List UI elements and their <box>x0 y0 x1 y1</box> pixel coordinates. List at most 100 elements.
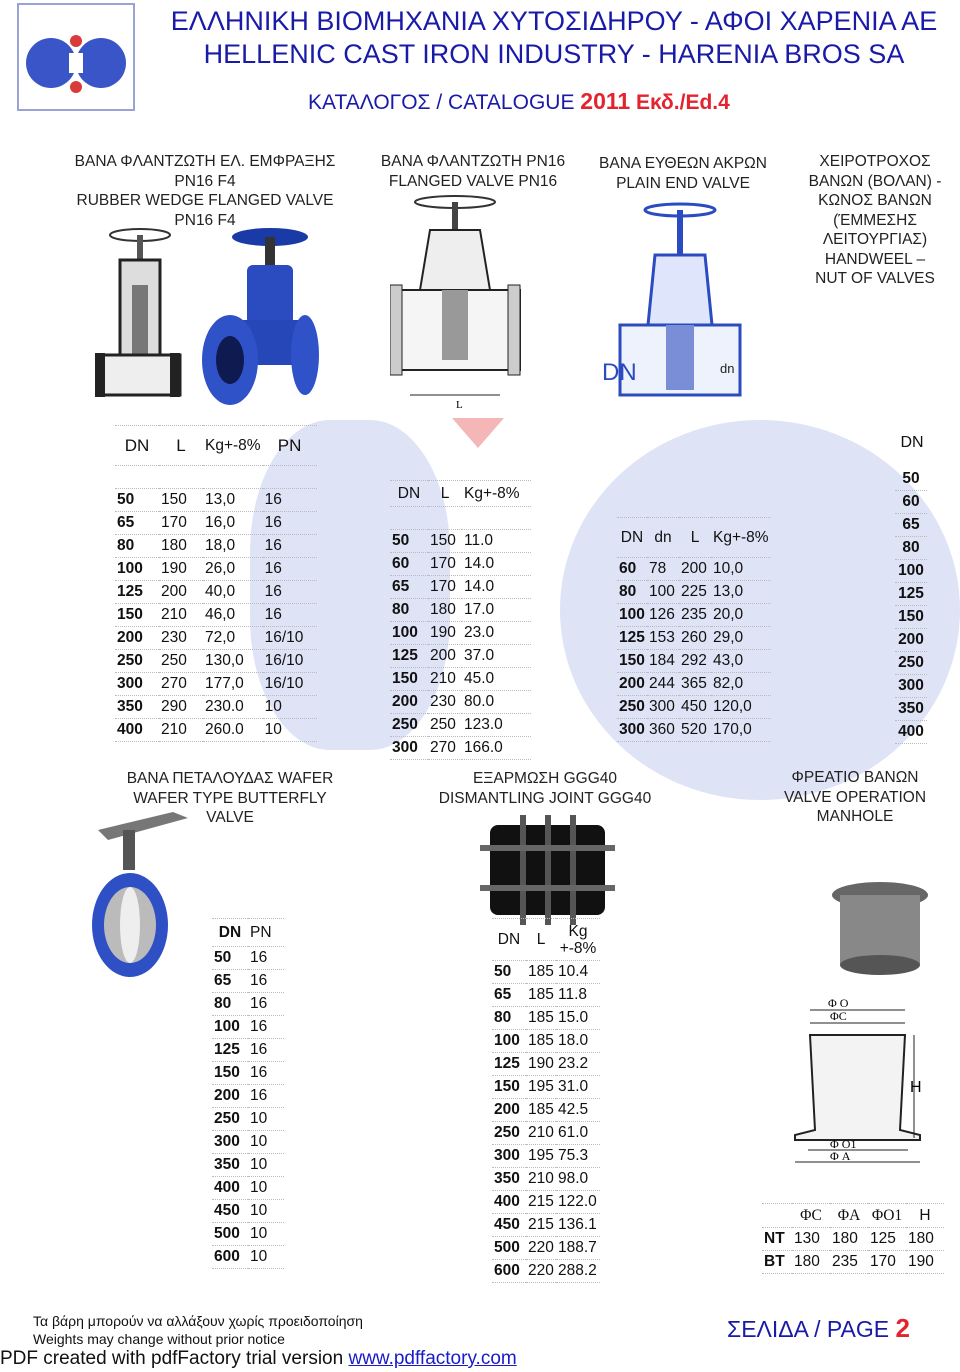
svg-text:H: H <box>910 1079 922 1096</box>
table-cell: 10.4 <box>556 960 600 984</box>
table-cell: 125 <box>212 1038 248 1062</box>
company-title-greek: ΕΛΛΗΝΙΚΗ ΒΙΟΜΗΧΑΝΙΑ ΧΥΤΟΣΙΔΗΡΟΥ - ΑΦΟΙ Χ… <box>170 6 938 36</box>
table-cell: 20,0 <box>711 603 771 627</box>
table-cell: 16 <box>262 488 317 512</box>
table-cell: 180 <box>830 1227 868 1251</box>
col-header: H <box>906 1203 944 1228</box>
table-cell: 16 <box>248 969 284 993</box>
footer-note-english: Weights may change without prior notice <box>33 1331 285 1347</box>
col-header: PN <box>248 918 284 947</box>
col-header: PN <box>262 425 317 466</box>
table-cell: 350 <box>492 1167 526 1191</box>
table-cell: 500 <box>492 1236 526 1260</box>
table-cell: 190 <box>526 1052 556 1076</box>
table-cell: 200 <box>617 672 647 696</box>
table-cell: 65 <box>212 969 248 993</box>
table-cell: 185 <box>526 983 556 1007</box>
table-cell: 360 <box>647 718 679 742</box>
table-cell: 185 <box>526 960 556 984</box>
table-cell: 150 <box>159 488 203 512</box>
logo-left-circle <box>26 38 76 88</box>
table-cell: 72,0 <box>203 626 263 650</box>
list-item: 150 <box>895 606 927 629</box>
table-cell: 23.2 <box>556 1052 600 1076</box>
table-cell: NT <box>762 1227 792 1251</box>
table-cell: 300 <box>647 695 679 719</box>
table-cell: 13,0 <box>203 488 263 512</box>
table-cell: 16 <box>262 580 317 604</box>
table-cell: 50 <box>390 529 428 553</box>
table-cell: 125 <box>617 626 647 650</box>
table-cell: 200 <box>679 557 711 581</box>
table-cell: 210 <box>159 718 203 742</box>
table-cell: 195 <box>526 1075 556 1099</box>
svg-text:Φ O1: Φ O1 <box>830 1137 856 1151</box>
logo-red-dot <box>70 35 82 47</box>
table-cell: 100 <box>390 621 428 645</box>
table-cell: 16 <box>248 946 284 970</box>
table-cell: 123.0 <box>462 713 531 737</box>
table-cell: 200 <box>159 580 203 604</box>
table-cell: 75.3 <box>556 1144 600 1168</box>
table-cell: 60 <box>617 557 647 581</box>
table-cell: 16 <box>262 557 317 581</box>
table-cell: 26,0 <box>203 557 263 581</box>
table-cell: 80.0 <box>462 690 531 714</box>
table-cell: 210 <box>526 1121 556 1145</box>
table-cell: 288.2 <box>556 1259 600 1283</box>
table-cell: 29,0 <box>711 626 771 650</box>
dismantling-joint-photo <box>480 815 615 925</box>
pdffactory-link[interactable]: www.pdffactory.com <box>348 1348 517 1369</box>
manhole-drawing: Φ O ΦC H Φ O1 Φ A <box>794 996 922 1163</box>
svg-text:dn: dn <box>720 361 734 376</box>
table-cell: 125 <box>492 1052 526 1076</box>
table-cell: 16/10 <box>262 649 317 673</box>
col-header: L <box>526 918 556 961</box>
table-cell: 125 <box>868 1227 906 1251</box>
table-cell: 170 <box>159 511 203 535</box>
table-cell: 98.0 <box>556 1167 600 1191</box>
table-cell: 40,0 <box>203 580 263 604</box>
flanged-valve-drawing: L <box>390 195 521 410</box>
table-cell: 215 <box>526 1190 556 1214</box>
svg-text:ΦC: ΦC <box>830 1009 847 1023</box>
table-cell: BT <box>762 1250 792 1274</box>
table-cell: 136.1 <box>556 1213 600 1237</box>
col-header: DN <box>115 425 159 466</box>
table-cell: 16 <box>262 603 317 627</box>
table-cell: 250 <box>159 649 203 673</box>
logo-right-circle <box>76 38 126 88</box>
table-cell: 46,0 <box>203 603 263 627</box>
rubber-wedge-valve-drawing <box>95 228 182 397</box>
list-item: 50 <box>895 468 927 491</box>
table-cell: 195 <box>526 1144 556 1168</box>
table-cell: 230 <box>428 690 462 714</box>
rubber-wedge-valve-photo <box>202 228 319 405</box>
table-cell: 400 <box>492 1190 526 1214</box>
table-cell: 150 <box>115 603 159 627</box>
table-cell: 250 <box>212 1107 248 1131</box>
table-cell: 122.0 <box>556 1190 600 1214</box>
table-cell: 180 <box>792 1250 830 1274</box>
table-cell: 177,0 <box>203 672 263 696</box>
table-cell: 42.5 <box>556 1098 600 1122</box>
